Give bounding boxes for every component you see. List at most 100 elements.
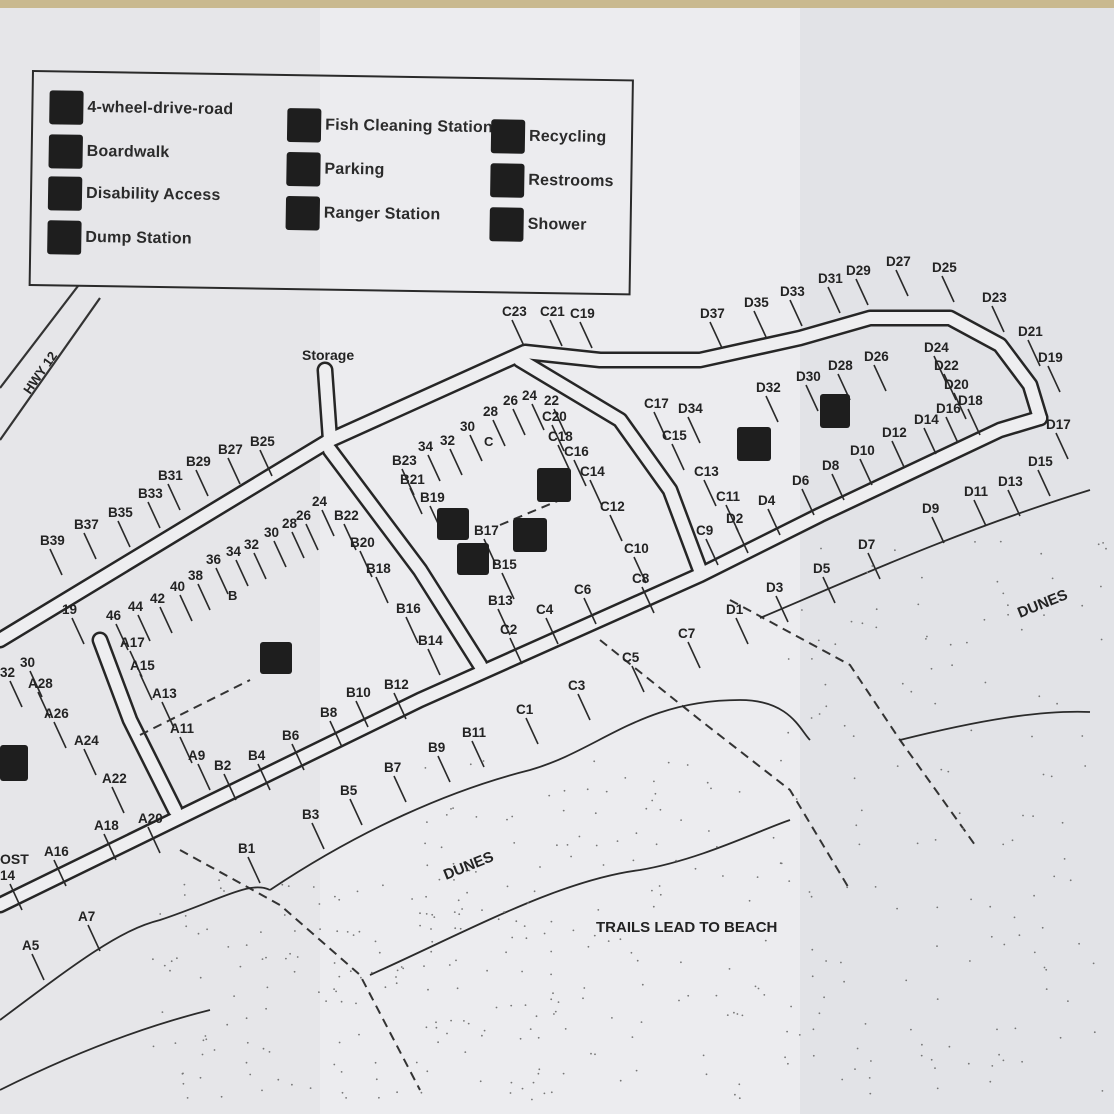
site-label: 32	[244, 537, 259, 552]
site-label: B9	[428, 740, 445, 755]
sand-dot	[521, 970, 523, 973]
sand-dot	[360, 976, 362, 979]
sand-dot	[435, 1026, 438, 1029]
sand-dot	[686, 764, 689, 766]
sand-dot	[925, 638, 927, 640]
sand-dot	[349, 970, 352, 973]
site-label: D31	[818, 271, 843, 286]
sand-dot	[798, 1034, 801, 1036]
campsite-spur	[687, 641, 701, 669]
site-label: 30	[264, 525, 279, 540]
sand-dot	[675, 859, 677, 862]
sand-dot	[901, 682, 904, 685]
sand-dot	[548, 794, 551, 797]
sand-dot	[958, 812, 961, 815]
site-label: D32	[756, 380, 781, 395]
campsite-spur	[855, 278, 869, 306]
sand-dot	[355, 1002, 357, 1005]
legend-item-4wd: 4-wheel-drive-road	[49, 90, 233, 127]
site-label: A22	[102, 771, 127, 786]
sand-dot	[658, 885, 661, 887]
sand-dot	[277, 1078, 280, 1081]
sand-dot	[757, 987, 760, 990]
campsite-spur	[549, 319, 563, 347]
campsite-spur	[725, 504, 739, 532]
sand-dot	[1053, 875, 1056, 878]
site-label: C21	[540, 304, 565, 319]
campsite-spur	[973, 499, 987, 527]
campsite-spur	[671, 443, 685, 471]
sand-dot	[823, 996, 825, 999]
sand-dot	[970, 729, 973, 732]
campsite-spur	[859, 458, 873, 486]
sand-dot	[984, 681, 987, 684]
sand-dot	[446, 1032, 448, 1035]
sand-dot	[333, 1063, 336, 1066]
campsite-spur	[471, 740, 485, 768]
sand-dot	[293, 970, 296, 973]
sand-dot	[433, 916, 436, 918]
sand-dot	[756, 876, 759, 878]
wheelchair-icon	[437, 508, 469, 540]
campsite-spur	[895, 269, 909, 297]
sand-dot	[550, 1091, 553, 1094]
sand-dot	[582, 997, 584, 1000]
campsite-spur	[867, 552, 881, 580]
campsite-spur	[9, 883, 23, 911]
campsite-spur	[139, 673, 153, 701]
campsite-spur	[349, 798, 363, 826]
sand-dot	[475, 816, 478, 818]
site-label: C20	[542, 409, 567, 424]
sand-dot	[1056, 702, 1058, 705]
campsite-spur	[577, 693, 591, 721]
sand-dot	[374, 1061, 377, 1064]
site-label: D13	[998, 474, 1023, 489]
sand-dot	[509, 1092, 512, 1094]
sand-dot	[562, 1072, 565, 1075]
sand-dot	[1067, 1000, 1069, 1002]
sand-dot	[728, 968, 731, 970]
site-label: A28	[28, 676, 53, 691]
sand-dot	[586, 788, 589, 791]
campsite-spur	[259, 449, 273, 477]
sand-dot	[1007, 613, 1009, 616]
sand-dot	[245, 1061, 248, 1064]
sand-dot	[266, 986, 269, 989]
sand-dot	[223, 890, 225, 892]
site-label: B27	[218, 442, 243, 457]
campsite-spur	[449, 448, 463, 476]
restroom-icon	[260, 642, 292, 674]
campsite-spur	[735, 526, 749, 554]
sand-dot	[543, 932, 546, 935]
sand-dot	[1045, 988, 1048, 990]
sand-dot	[989, 905, 992, 908]
campsite-spur	[705, 538, 719, 566]
campsite-spur	[179, 736, 193, 764]
site-label: D25	[932, 260, 957, 275]
sand-dot	[312, 886, 315, 888]
campsite-spur	[941, 275, 955, 303]
sand-dot	[524, 1004, 527, 1006]
sand-dot	[261, 1089, 263, 1092]
site-label: D7	[858, 537, 875, 552]
sand-dot	[334, 895, 336, 898]
sand-dot	[152, 1045, 155, 1048]
sand-dot	[733, 1011, 735, 1014]
campsite-spur	[29, 670, 43, 698]
sand-dot	[936, 998, 939, 1000]
campsite-spur	[991, 305, 1005, 333]
sand-dot	[435, 1021, 437, 1024]
wheelchair-icon	[457, 543, 489, 575]
site-label: B10	[346, 685, 371, 700]
sand-dot	[1059, 1036, 1062, 1039]
sand-dot	[523, 925, 526, 927]
campsite-spur	[497, 608, 511, 636]
site-label: D9	[922, 501, 939, 516]
shower-icon	[489, 207, 524, 242]
site-label: D11	[964, 484, 989, 499]
sand-dot	[552, 992, 554, 995]
sand-dot	[483, 1029, 486, 1032]
sand-dot	[856, 1047, 859, 1050]
site-label: A13	[152, 686, 177, 701]
sand-dot	[261, 958, 264, 960]
